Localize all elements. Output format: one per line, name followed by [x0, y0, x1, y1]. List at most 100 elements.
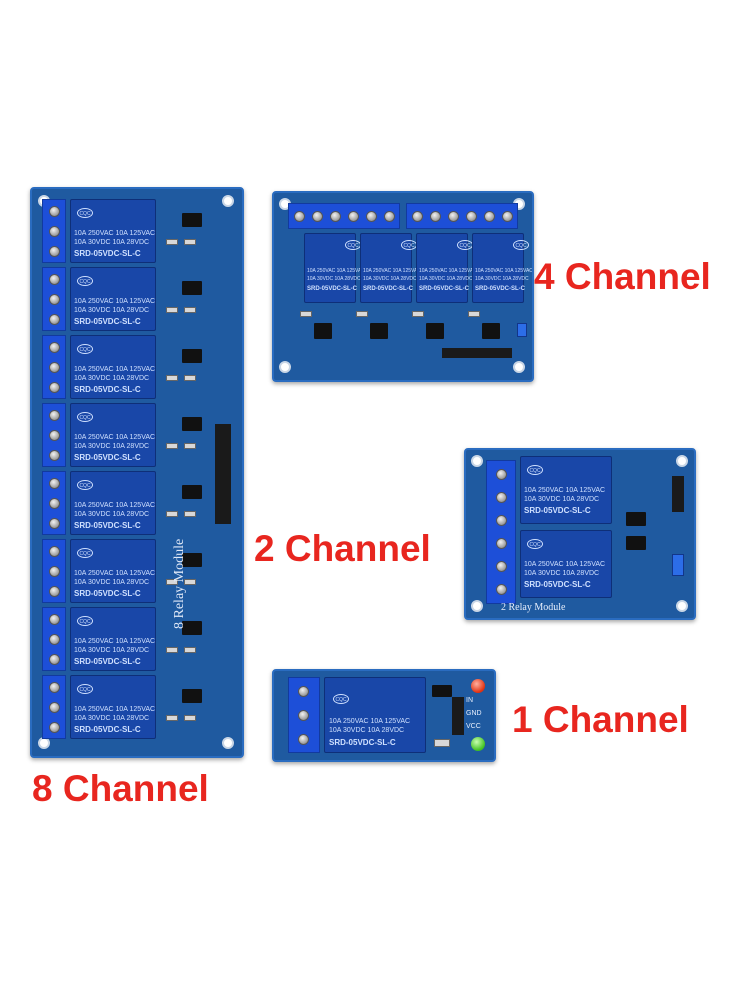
relay-spec: 10A 250VAC 10A 125VAC [524, 487, 606, 494]
relay-logo: CQC [77, 276, 93, 286]
resistor [166, 715, 178, 721]
mount-hole [222, 195, 234, 207]
resistor [166, 375, 178, 381]
relay-spec: 10A 30VDC 10A 28VDC [419, 276, 473, 282]
relay-spec: 10A 30VDC 10A 28VDC [74, 443, 150, 450]
terminal-screw [348, 211, 359, 222]
terminal-screw [49, 586, 60, 597]
terminal-screw [49, 498, 60, 509]
resistor [166, 443, 178, 449]
screw-terminal [42, 607, 66, 671]
terminal-screw [49, 342, 60, 353]
terminal-screw [49, 382, 60, 393]
input-pin-header [672, 476, 684, 512]
terminal-screw [49, 702, 60, 713]
screw-terminal [42, 471, 66, 535]
terminal-screw [49, 546, 60, 557]
relay-logo: CQC [77, 344, 93, 354]
resistor [184, 511, 196, 517]
screw-terminal [42, 267, 66, 331]
relay-logo: CQC [401, 240, 417, 250]
terminal-screw [298, 734, 309, 745]
relay-spec: 10A 250VAC 10A 125VAC [74, 434, 156, 441]
relay-model: SRD-05VDC-SL-C [419, 286, 470, 292]
terminal-screw [430, 211, 441, 222]
relay-spec: 10A 250VAC 10A 125VAC [74, 706, 156, 713]
optocoupler [314, 323, 332, 339]
terminal-screw [466, 211, 477, 222]
optocoupler [182, 349, 202, 363]
relay-spec: 10A 250VAC 10A 125VAC [329, 718, 411, 725]
caption-one-channel: 1 Channel [512, 699, 689, 740]
relay-spec: 10A 30VDC 10A 28VDC [74, 375, 150, 382]
terminal-screw [49, 274, 60, 285]
two-channel-relay-board: CQC 10A 250VAC 10A 125VAC 10A 30VDC 10A 28… [464, 448, 696, 620]
optocoupler [182, 689, 202, 703]
mount-hole [676, 600, 688, 612]
terminal-screw [496, 584, 507, 595]
terminal-screw [294, 211, 305, 222]
relay-spec: 10A 250VAC 10A 125VAC [419, 268, 477, 274]
screw-terminal [42, 335, 66, 399]
resistor [468, 311, 480, 317]
resistor [166, 579, 178, 585]
terminal-screw [49, 362, 60, 373]
relay-model: SRD-05VDC-SL-C [524, 506, 591, 515]
terminal-screw [49, 634, 60, 645]
terminal-screw [312, 211, 323, 222]
relay-spec: 10A 30VDC 10A 28VDC [524, 570, 600, 577]
terminal-screw [412, 211, 423, 222]
jumper [517, 323, 527, 337]
terminal-screw [49, 614, 60, 625]
terminal-screw [298, 686, 309, 697]
relay-model: SRD-05VDC-SL-C [475, 286, 526, 292]
relay-logo: CQC [527, 465, 543, 475]
terminal-screw [448, 211, 459, 222]
relay-spec: 10A 30VDC 10A 28VDC [74, 307, 150, 314]
green-led [471, 737, 485, 751]
relay-spec: 10A 250VAC 10A 125VAC [74, 298, 156, 305]
screw-terminal [42, 199, 66, 263]
terminal-screw [49, 682, 60, 693]
resistor [184, 239, 196, 245]
mount-hole [513, 361, 525, 373]
relay-logo: CQC [77, 208, 93, 218]
terminal-screw [330, 211, 341, 222]
optocoupler [626, 512, 646, 526]
resistor [356, 311, 368, 317]
optocoupler [482, 323, 500, 339]
caption-four-channel: 4 Channel [534, 256, 711, 297]
input-pin-header [452, 697, 464, 735]
relay-model: SRD-05VDC-SL-C [74, 453, 141, 462]
optocoupler [182, 621, 202, 635]
relay-spec: 10A 250VAC 10A 125VAC [524, 561, 606, 568]
relay-spec: 10A 30VDC 10A 28VDC [475, 276, 529, 282]
relay-model: SRD-05VDC-SL-C [74, 657, 141, 666]
screw-terminal [42, 539, 66, 603]
terminal-screw [49, 450, 60, 461]
resistor [184, 647, 196, 653]
relay-logo: CQC [77, 616, 93, 626]
terminal-screw [496, 492, 507, 503]
mount-hole [222, 737, 234, 749]
terminal-screw [49, 246, 60, 257]
relay-spec: 10A 250VAC 10A 125VAC [74, 502, 156, 509]
jumper [672, 554, 684, 576]
relay-spec: 10A 250VAC 10A 125VAC [74, 638, 156, 645]
terminal-screw [298, 710, 309, 721]
resistor [412, 311, 424, 317]
relay-spec: 10A 30VDC 10A 28VDC [363, 276, 417, 282]
screw-terminal [42, 403, 66, 467]
relay: CQC 10A 250VAC 10A 125VAC 10A 30VDC 10A 28… [70, 267, 156, 331]
relay-logo: CQC [333, 694, 349, 704]
relay-spec: 10A 30VDC 10A 28VDC [74, 239, 150, 246]
terminal-screw [49, 410, 60, 421]
